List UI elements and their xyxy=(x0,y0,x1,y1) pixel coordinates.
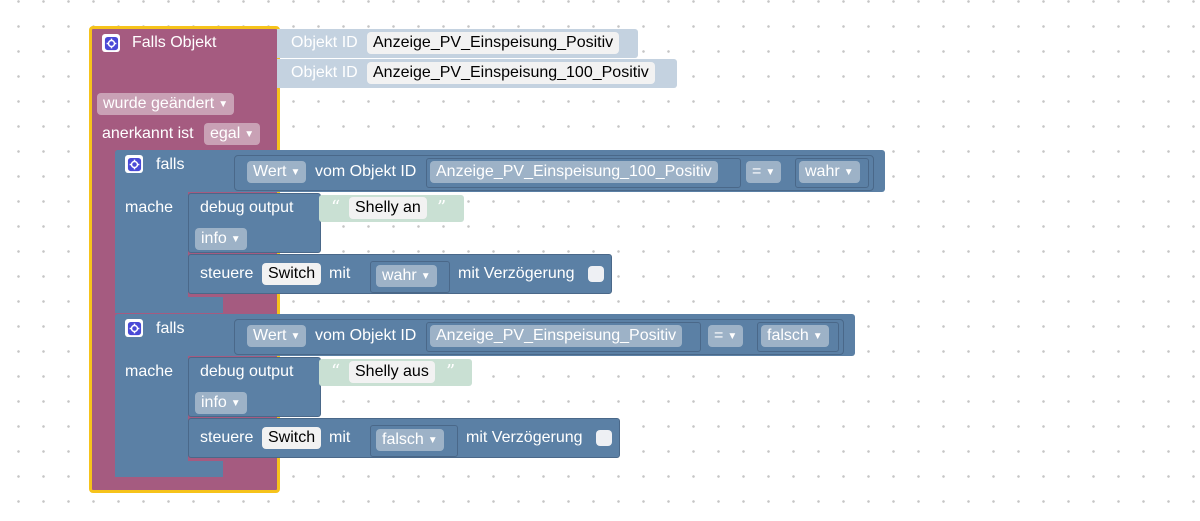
condition-block[interactable] xyxy=(234,155,874,191)
gear-icon[interactable] xyxy=(102,34,120,52)
do-label: mache xyxy=(125,199,174,216)
trigger-dropdown[interactable]: wurde geändert▼ xyxy=(97,93,235,115)
delay-label: mit Verzögerung xyxy=(458,265,575,282)
compare-inset xyxy=(795,158,869,188)
if-block-1-footer xyxy=(115,297,223,313)
ack-dropdown[interactable]: egal▼ xyxy=(204,123,261,145)
text-value[interactable]: Shelly an xyxy=(349,197,427,219)
control-with-label: mit xyxy=(329,265,351,282)
triangle-down-icon: ▼ xyxy=(420,271,431,282)
operator-dropdown[interactable]: =▼ xyxy=(708,325,744,347)
debug-label: debug output xyxy=(200,199,294,216)
trigger-dropdown-label: wurde geändert xyxy=(103,95,215,112)
control-label: steuere xyxy=(200,265,254,282)
value-type-label: Wert xyxy=(253,163,287,180)
compare-label: falsch xyxy=(767,327,809,344)
value-type-label: Wert xyxy=(253,327,287,344)
operator-label: = xyxy=(752,163,762,180)
quote-open-icon: “ xyxy=(331,197,341,218)
level-dropdown[interactable]: info▼ xyxy=(195,392,247,414)
compare-dropdown[interactable]: falsch▼ xyxy=(761,325,829,347)
control-target[interactable]: Switch xyxy=(262,263,322,285)
gear-icon[interactable] xyxy=(125,155,143,173)
delay-checkbox[interactable] xyxy=(588,266,604,282)
value-type-dropdown[interactable]: Wert▼ xyxy=(247,161,307,183)
object-label: vom Objekt ID xyxy=(315,163,417,180)
object-id-value[interactable]: Anzeige_PV_Einspeisung_100_Positiv xyxy=(430,161,718,183)
operator-label: = xyxy=(714,327,724,344)
quote-open-icon: “ xyxy=(331,361,341,382)
delay-checkbox[interactable] xyxy=(596,430,612,446)
ack-dropdown-label: egal xyxy=(210,125,241,142)
if-block-2-footer xyxy=(115,461,223,477)
object-id-inset xyxy=(426,158,741,188)
triangle-down-icon: ▼ xyxy=(765,167,776,178)
triangle-down-icon: ▼ xyxy=(290,167,301,178)
operator-dropdown[interactable]: =▼ xyxy=(746,161,782,183)
control-value-inset xyxy=(370,425,458,457)
compare-label: wahr xyxy=(805,163,840,180)
object-id-label-1: Objekt ID xyxy=(291,34,358,51)
text-value[interactable]: Shelly aus xyxy=(349,361,435,383)
level-label: info xyxy=(201,230,227,247)
value-type-dropdown[interactable]: Wert▼ xyxy=(247,325,307,347)
triangle-down-icon: ▼ xyxy=(290,331,301,342)
control-value-label: wahr xyxy=(382,267,417,284)
event-block-title: Falls Objekt xyxy=(132,34,217,51)
object-id-field-2[interactable]: Anzeige_PV_Einspeisung_100_Positiv xyxy=(367,62,655,84)
control-label: steuere xyxy=(200,429,254,446)
object-label: vom Objekt ID xyxy=(315,327,417,344)
condition-block[interactable] xyxy=(234,319,844,355)
control-target[interactable]: Switch xyxy=(262,427,322,449)
triangle-down-icon: ▼ xyxy=(843,167,854,178)
if-label: falls xyxy=(156,320,185,337)
ack-label: anerkannt ist xyxy=(102,125,194,142)
debug-label: debug output xyxy=(200,363,294,380)
control-with-label: mit xyxy=(329,429,351,446)
triangle-down-icon: ▼ xyxy=(727,331,738,342)
control-value-dropdown[interactable]: falsch▼ xyxy=(376,429,444,451)
compare-dropdown[interactable]: wahr▼ xyxy=(799,161,860,183)
quote-close-icon: ” xyxy=(446,361,456,382)
control-value-label: falsch xyxy=(382,431,424,448)
triangle-down-icon: ▼ xyxy=(244,129,255,140)
object-id-inset xyxy=(426,322,701,352)
if-label: falls xyxy=(156,156,185,173)
triangle-down-icon: ▼ xyxy=(230,234,241,245)
compare-inset xyxy=(757,322,839,352)
level-dropdown[interactable]: info▼ xyxy=(195,228,247,250)
triangle-down-icon: ▼ xyxy=(427,435,438,446)
do-label: mache xyxy=(125,363,174,380)
object-id-label-2: Objekt ID xyxy=(291,64,358,81)
object-id-field-1[interactable]: Anzeige_PV_Einspeisung_Positiv xyxy=(367,32,620,54)
level-label: info xyxy=(201,394,227,411)
gear-icon[interactable] xyxy=(125,319,143,337)
control-value-dropdown[interactable]: wahr▼ xyxy=(376,265,437,287)
object-id-value[interactable]: Anzeige_PV_Einspeisung_Positiv xyxy=(430,325,683,347)
triangle-down-icon: ▼ xyxy=(218,99,229,110)
quote-close-icon: ” xyxy=(437,197,447,218)
delay-label: mit Verzögerung xyxy=(466,429,583,446)
control-value-inset xyxy=(370,261,450,293)
triangle-down-icon: ▼ xyxy=(230,398,241,409)
triangle-down-icon: ▼ xyxy=(812,331,823,342)
